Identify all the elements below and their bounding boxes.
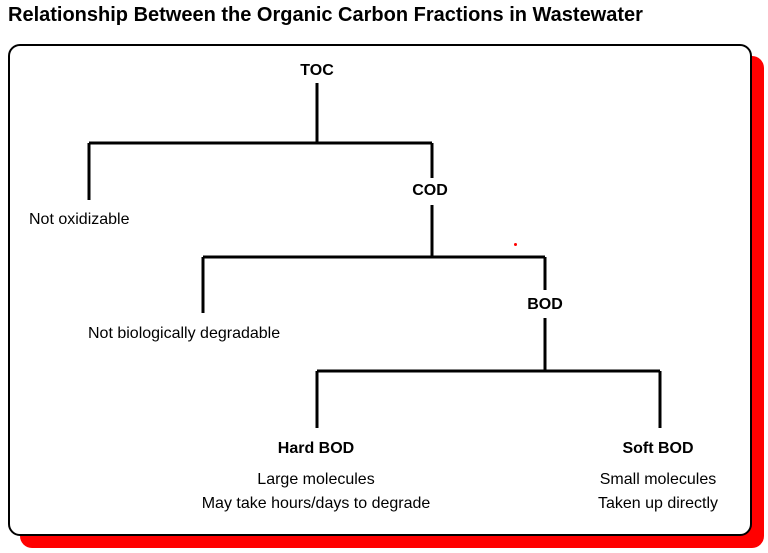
soft-bod-description: Small molecules Taken up directly [598, 468, 718, 516]
soft-bod-desc-line-1: Small molecules [599, 471, 717, 488]
soft-bod-desc-line-2: Taken up directly [597, 495, 719, 512]
diagram-title: Relationship Between the Organic Carbon … [8, 4, 643, 26]
toc-node: TOC [300, 62, 334, 79]
hard-bod-description: Large molecules May take hours/days to d… [202, 468, 431, 516]
diagram-panel [8, 44, 752, 536]
soft-bod-node: Soft BOD [622, 440, 694, 457]
cod-node: COD [412, 182, 448, 199]
hard-bod-desc-line-1: Large molecules [257, 471, 375, 488]
hard-bod-desc-line-2: May take hours/days to degrade [201, 495, 431, 512]
not-oxidizable-label: Not oxidizable [29, 211, 130, 228]
hard-bod-node: Hard BOD [277, 440, 355, 457]
not-biodegradable-label: Not biologically degradable [88, 325, 281, 342]
bod-node: BOD [527, 296, 563, 313]
stray-mark [514, 243, 517, 246]
